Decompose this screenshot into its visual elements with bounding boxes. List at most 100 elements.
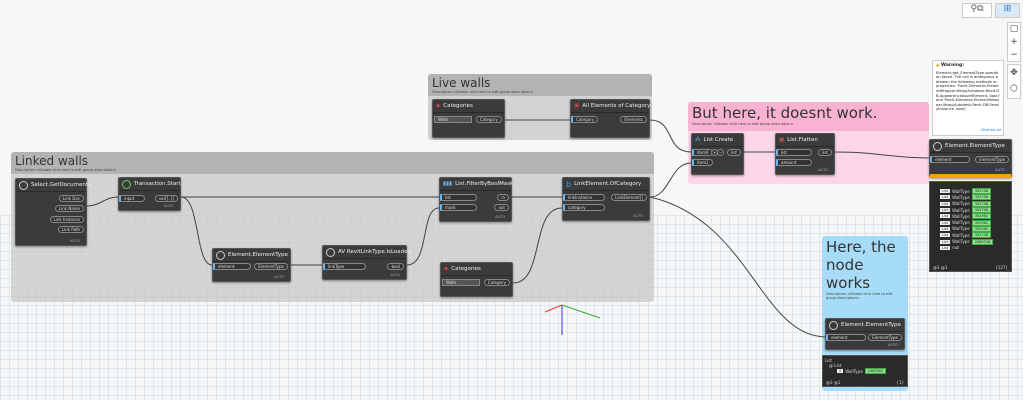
axis-red <box>544 304 563 313</box>
zoom-out-button[interactable]: − <box>1010 50 1018 60</box>
input-port[interactable]: linkInstance <box>563 194 605 201</box>
group-description[interactable]: Description <Double click here to edit g… <box>826 292 893 300</box>
warning-title: Warning: <box>941 63 965 68</box>
orbit-icon[interactable]: ⬡ <box>1010 84 1018 94</box>
preview-index: List <box>940 189 951 194</box>
output-port[interactable]: list <box>727 149 741 156</box>
lacing-label[interactable]: AUTO <box>633 214 643 218</box>
lacing-label[interactable]: AUTO <box>274 275 284 279</box>
output-port[interactable]: list <box>818 149 832 156</box>
output-port[interactable]: ElementType <box>254 263 288 270</box>
lacing-label[interactable]: AUTO <box>70 239 80 243</box>
input-port[interactable]: linkType <box>323 263 366 270</box>
input-port[interactable]: category <box>563 204 605 211</box>
category-dropdown[interactable]: Walls <box>434 116 472 123</box>
input-port[interactable]: amount <box>776 159 812 166</box>
geometry-view-button[interactable]: ⚲⧉ <box>962 3 992 18</box>
node-element-elementtype[interactable]: Element.ElementType element ElementType … <box>212 248 291 282</box>
input-port[interactable]: item0 <box>692 149 713 156</box>
zoom-in-button[interactable]: + <box>1010 37 1018 47</box>
node-revitlinktype-isloaded[interactable]: AV RevitLinkType.IsLoaded linkType bool … <box>322 245 411 280</box>
node-list-filterbyboolmask[interactable]: ▮▮▮List.FilterByBoolMask list mask in ou… <box>439 177 514 222</box>
lacing-label[interactable]: AUTO <box>995 168 1005 172</box>
input-port[interactable]: element <box>930 156 970 163</box>
node-element-elementtype-working[interactable]: Element.ElementType element ElementType … <box>825 318 905 350</box>
preview-value: 352708 <box>971 232 992 239</box>
output-port[interactable]: Link Doc <box>58 195 84 202</box>
lacing-label[interactable]: AUTO <box>390 273 400 277</box>
node-list-flatten[interactable]: ▦List.Flatten list amount list AUTO <box>775 133 835 175</box>
input-port[interactable]: list <box>776 149 812 156</box>
preview-index: List <box>940 233 951 238</box>
node-title: List.FilterByBoolMask <box>455 181 514 187</box>
output-port[interactable]: bool <box>387 263 404 270</box>
node-title: List.Flatten <box>787 137 818 143</box>
output-port[interactable]: in <box>497 194 509 201</box>
list-flatten-icon: ▦ <box>779 137 785 143</box>
transaction-icon <box>122 179 131 189</box>
group-description[interactable]: Description <Double click here to edit g… <box>432 90 534 94</box>
node-select-getdocuments[interactable]: Select.GetDocuments Link Doc Link Name L… <box>15 178 91 246</box>
input-port[interactable]: input <box>119 195 145 202</box>
node-title: AV RevitLinkType.IsLoaded <box>338 249 412 255</box>
output-port[interactable]: out <box>494 204 509 211</box>
node-title: Element.ElementType <box>228 252 288 258</box>
input-port[interactable]: mask <box>440 204 477 211</box>
output-port[interactable]: ElementType <box>868 334 902 341</box>
node-title: Categories <box>451 266 481 272</box>
package-b-icon: b <box>566 179 572 189</box>
categories-icon: ◆ <box>436 103 441 109</box>
input-port[interactable]: element <box>826 334 866 341</box>
zoom-fit-button[interactable]: ▢ <box>1009 24 1019 34</box>
input-port[interactable]: element <box>213 263 251 270</box>
preview-levels: @3 @1 <box>933 265 948 270</box>
group-title[interactable]: Linked walls <box>15 154 89 168</box>
output-port[interactable]: Elements <box>620 116 647 123</box>
node-categories-live[interactable]: ◆Categories Walls Category <box>432 99 505 138</box>
remove-input-button[interactable]: − <box>717 149 725 156</box>
group-description[interactable]: Description <Double click here to edit g… <box>692 122 794 126</box>
output-port[interactable]: Category <box>483 279 510 286</box>
node-categories-linked[interactable]: ◆Categories Walls Category <box>440 262 513 297</box>
pan-icon[interactable]: ✥ <box>1010 68 1018 78</box>
group-description[interactable]: Description <Double click here to edit g… <box>15 168 117 172</box>
group-title[interactable]: But here, it doesnt work. <box>692 104 878 122</box>
input-port[interactable]: list <box>440 194 477 201</box>
lacing-label[interactable]: AUTO <box>818 168 828 172</box>
group-title[interactable]: Here, the node works <box>826 238 896 292</box>
preview-label: WallType <box>952 226 970 232</box>
node-transaction-start[interactable]: Transaction.Start input var[]..[] AUTO <box>118 177 181 211</box>
output-port[interactable]: Link Name <box>54 205 84 212</box>
output-port[interactable]: var[]..[] <box>154 195 178 202</box>
list-create-icon: ⁂ <box>695 137 701 143</box>
graph-view-button[interactable]: ⊞ <box>995 3 1020 18</box>
output-port[interactable]: Link Instance <box>49 216 84 223</box>
lacing-label[interactable]: AUTO <box>164 204 174 208</box>
input-port[interactable]: Category <box>571 116 599 123</box>
output-port[interactable]: LinkElement[] <box>611 194 647 201</box>
lacing-label[interactable]: AUTO <box>888 343 898 347</box>
node-element-elementtype-warning[interactable]: Element.ElementType element ElementType … <box>929 139 1012 178</box>
preview-value: 352708 <box>971 200 992 207</box>
group-title[interactable]: Live walls <box>432 76 491 90</box>
dismiss-all-link[interactable]: Dismiss all <box>981 128 1001 133</box>
output-port[interactable]: Category <box>475 116 502 123</box>
output-port[interactable]: Link Path <box>57 226 84 233</box>
preview-value: 352962 <box>971 225 992 232</box>
wire <box>180 196 213 266</box>
node-title: Element.ElementType <box>841 322 901 328</box>
category-dropdown[interactable]: Walls <box>442 279 480 286</box>
wire <box>512 207 563 284</box>
input-port[interactable]: item1 <box>692 159 713 166</box>
node-list-create[interactable]: ⁂List Create item0 item1 + − list <box>691 133 744 175</box>
output-port[interactable]: ElementType <box>975 156 1009 163</box>
node-all-elements-of-category[interactable]: ▣All Elements of Category Category Eleme… <box>570 99 650 138</box>
preview-label: WallType <box>952 188 970 194</box>
lacing-label[interactable]: AUTO <box>495 215 505 219</box>
